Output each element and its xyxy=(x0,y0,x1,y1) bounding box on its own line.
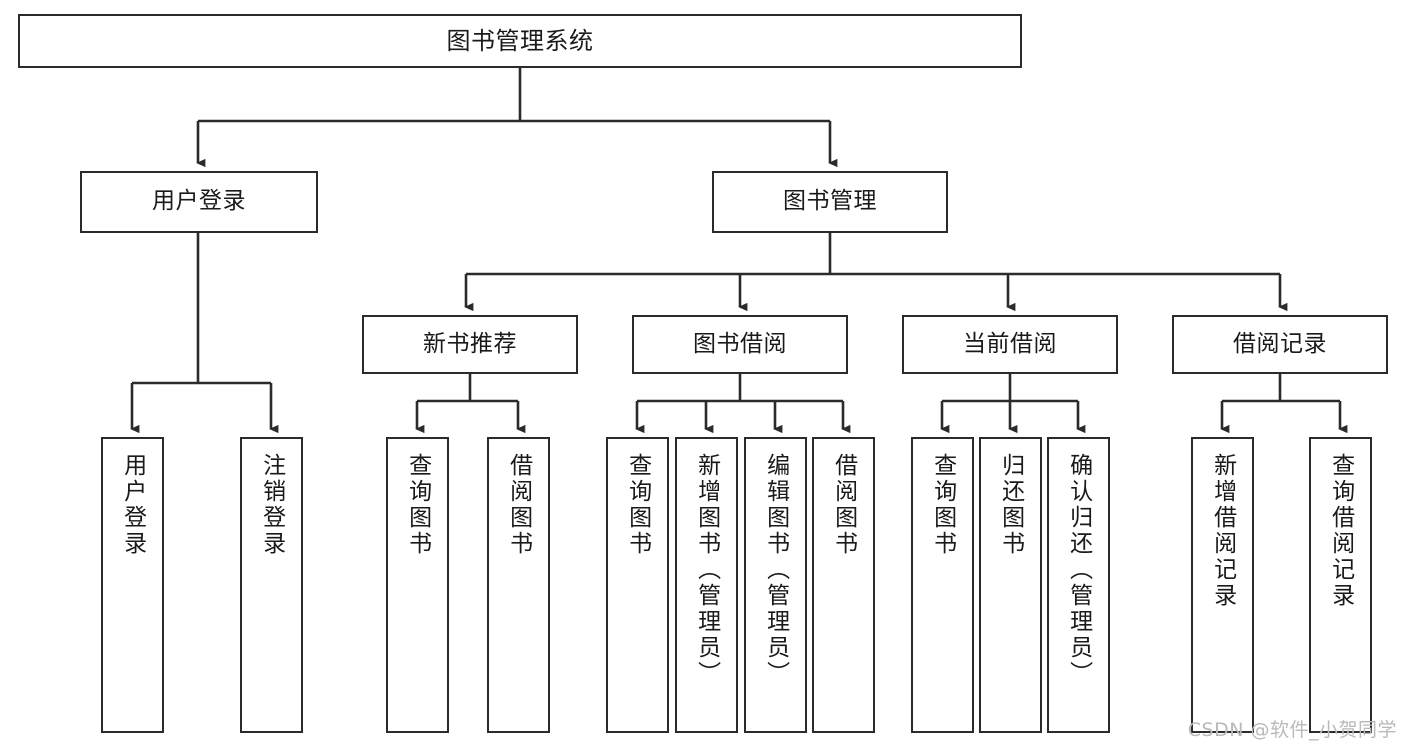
node-leaf-query-book-new[interactable]: 查询图书 xyxy=(386,437,449,733)
node-leaf-logout[interactable]: 注销登录 xyxy=(240,437,303,733)
node-label: 借阅图书 xyxy=(505,453,532,557)
node-current-borrow[interactable]: 当前借阅 xyxy=(902,315,1118,374)
node-label: 归还图书 xyxy=(997,453,1024,557)
node-label: 图书管理 xyxy=(783,188,877,215)
node-label: 新增借阅记录 xyxy=(1209,453,1236,609)
node-leaf-query-book-current[interactable]: 查询图书 xyxy=(911,437,974,733)
node-label: 新书推荐 xyxy=(423,330,517,357)
node-leaf-borrow-book[interactable]: 借阅图书 xyxy=(812,437,875,733)
node-leaf-query-borrow-record[interactable]: 查询借阅记录 xyxy=(1309,437,1372,733)
node-leaf-return-book[interactable]: 归还图书 xyxy=(979,437,1042,733)
node-leaf-add-book-admin[interactable]: 新增图书（管理员） xyxy=(675,437,738,733)
node-leaf-confirm-return-admin[interactable]: 确认归还（管理员） xyxy=(1047,437,1110,733)
node-new-book-recommend[interactable]: 新书推荐 xyxy=(362,315,578,374)
node-book-borrow[interactable]: 图书借阅 xyxy=(632,315,848,374)
node-label: 借阅图书 xyxy=(830,453,857,557)
node-label: 用户登录 xyxy=(152,188,246,215)
node-label: 当前借阅 xyxy=(963,330,1057,357)
node-label: 图书管理系统 xyxy=(446,26,594,55)
node-user-login[interactable]: 用户登录 xyxy=(80,171,318,233)
node-label: 查询借阅记录 xyxy=(1327,453,1354,609)
node-label: 确认归还（管理员） xyxy=(1065,453,1092,687)
node-root-system[interactable]: 图书管理系统 xyxy=(18,14,1022,68)
node-label: 注销登录 xyxy=(258,453,285,557)
node-label: 编辑图书（管理员） xyxy=(762,453,789,687)
node-label: 用户登录 xyxy=(119,453,146,557)
node-leaf-borrow-book-new[interactable]: 借阅图书 xyxy=(487,437,550,733)
watermark-text: CSDN @软件_小贺同学 xyxy=(1187,719,1397,741)
node-leaf-edit-book-admin[interactable]: 编辑图书（管理员） xyxy=(744,437,807,733)
node-borrow-record[interactable]: 借阅记录 xyxy=(1172,315,1388,374)
node-label: 查询图书 xyxy=(404,453,431,557)
node-leaf-add-borrow-record[interactable]: 新增借阅记录 xyxy=(1191,437,1254,733)
node-label: 借阅记录 xyxy=(1233,330,1327,357)
node-book-management[interactable]: 图书管理 xyxy=(712,171,948,233)
node-label: 查询图书 xyxy=(624,453,651,557)
node-leaf-user-login[interactable]: 用户登录 xyxy=(101,437,164,733)
node-label: 新增图书（管理员） xyxy=(693,453,720,687)
node-label: 查询图书 xyxy=(929,453,956,557)
node-leaf-query-book-borrow[interactable]: 查询图书 xyxy=(606,437,669,733)
node-label: 图书借阅 xyxy=(693,330,787,357)
